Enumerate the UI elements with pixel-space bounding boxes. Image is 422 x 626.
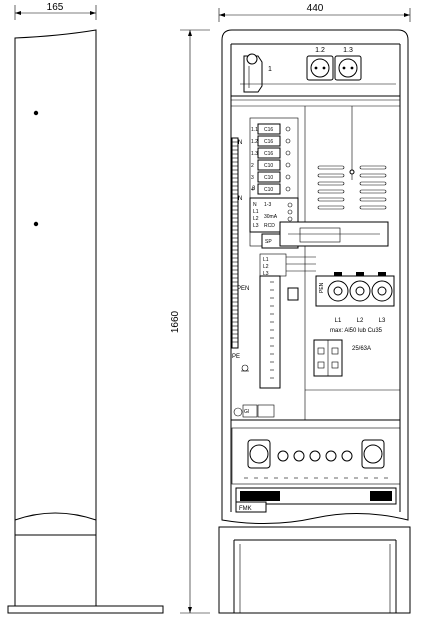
cable-spec: max: Al50 lub Cu35 bbox=[330, 328, 383, 334]
socket-1-2: 1.2 bbox=[306, 47, 334, 81]
front-width-label: 440 bbox=[307, 3, 324, 14]
height-label: 1660 bbox=[170, 310, 181, 333]
breaker-row: C16 1.1 bbox=[251, 123, 291, 135]
socket-1: 1 bbox=[243, 53, 272, 93]
svg-text:PEN: PEN bbox=[319, 282, 325, 293]
top-compartment: 1 1.2 1.3 bbox=[231, 47, 400, 101]
side-screw-bottom bbox=[33, 221, 39, 227]
fuse-25-63: 25/63A bbox=[313, 339, 371, 377]
n-pe-rail bbox=[231, 137, 239, 349]
side-view bbox=[7, 29, 164, 614]
svg-text:Gl: Gl bbox=[244, 409, 249, 415]
breaker-row: C16 1.2 bbox=[251, 135, 291, 147]
fmk-label: FMK bbox=[239, 506, 252, 512]
rcd-block: N L1 L2 L3 1-3 30mA RCD bbox=[249, 197, 299, 233]
socket-1-3: 1.3 bbox=[334, 47, 362, 81]
breaker-number: 1.2 bbox=[251, 139, 258, 145]
side-screw-top bbox=[33, 110, 39, 116]
middle-compartment: N N 3 PEN PE C161.1C161.2C161.3C102C103C… bbox=[231, 105, 400, 421]
dimension-front-width: 440 bbox=[218, 3, 411, 22]
svg-text:L1: L1 bbox=[335, 318, 342, 324]
breaker-number: 4 bbox=[251, 187, 254, 193]
vent-slots bbox=[317, 165, 387, 210]
svg-text:L1: L1 bbox=[253, 209, 259, 215]
breaker-row: C16 1.3 bbox=[251, 147, 291, 159]
breaker-row: C10 2 bbox=[251, 159, 291, 171]
breaker-number: 1.3 bbox=[251, 151, 258, 157]
svg-text:L2: L2 bbox=[357, 318, 364, 324]
svg-text:L2: L2 bbox=[263, 264, 269, 270]
svg-text:L3: L3 bbox=[253, 223, 259, 229]
breaker-label: C16 bbox=[264, 139, 273, 145]
svg-text:L3: L3 bbox=[263, 271, 269, 277]
svg-text:L3: L3 bbox=[379, 318, 386, 324]
small-terminal bbox=[287, 287, 299, 301]
breaker-row: C10 4 bbox=[251, 183, 291, 195]
label-pen: PEN bbox=[237, 286, 249, 292]
fuse-base: PEN L1 L2 L3 max: Al50 lub Cu35 bbox=[315, 272, 395, 334]
label-three: 3 bbox=[252, 186, 256, 192]
breaker-label: C10 bbox=[264, 187, 273, 193]
rcd-label: RCD bbox=[264, 223, 275, 229]
socket-1-label: 1 bbox=[268, 66, 272, 73]
front-view bbox=[218, 29, 411, 614]
fuse-rating: 25/63A bbox=[352, 346, 371, 352]
breaker-row: C10 3 bbox=[251, 171, 291, 183]
svg-text:L2: L2 bbox=[253, 216, 259, 222]
dimension-side-width: 165 bbox=[14, 2, 97, 20]
svg-text:1.3: 1.3 bbox=[343, 47, 353, 54]
label-n-top: N bbox=[238, 140, 242, 146]
rcd-range: 1-3 bbox=[264, 202, 271, 208]
busbar-labels: L1 L2 L3 bbox=[259, 253, 316, 277]
svg-text:N: N bbox=[253, 202, 257, 208]
label-n-mid: N bbox=[238, 196, 242, 202]
svg-text:SP: SP bbox=[265, 239, 272, 245]
rcd-current: 30mA bbox=[264, 214, 278, 220]
breaker-label: C10 bbox=[264, 163, 273, 169]
label-pe: PE bbox=[232, 354, 240, 360]
breaker-number: 2 bbox=[251, 163, 254, 169]
side-width-label: 165 bbox=[47, 2, 64, 13]
dimension-height: 1660 bbox=[170, 29, 210, 614]
svg-text:1.2: 1.2 bbox=[315, 47, 325, 54]
ground-symbols: Gl bbox=[233, 404, 275, 418]
breaker-label: C16 bbox=[264, 127, 273, 133]
svg-text:L1: L1 bbox=[263, 257, 269, 263]
breaker-number: 1.1 bbox=[251, 127, 258, 133]
breaker-label: C10 bbox=[264, 175, 273, 181]
terminal-column bbox=[259, 275, 281, 389]
breaker-number: 3 bbox=[251, 175, 254, 181]
bottom-compartment: FMK bbox=[231, 427, 401, 513]
breaker-label: C16 bbox=[264, 151, 273, 157]
